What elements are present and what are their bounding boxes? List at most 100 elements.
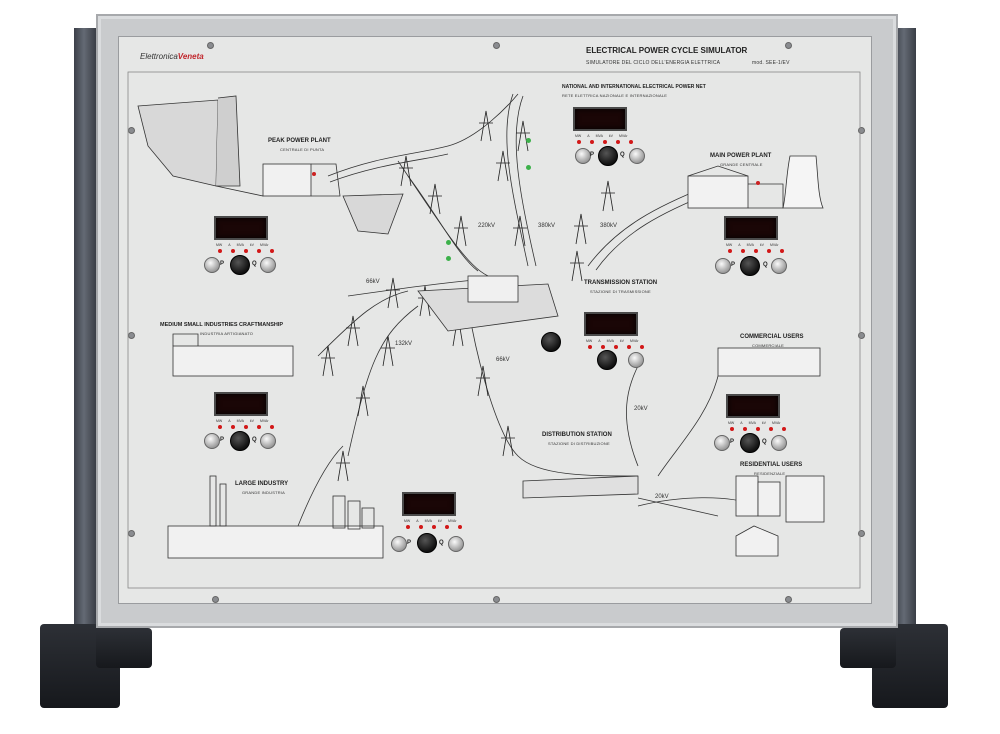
unit-label: A (228, 243, 231, 247)
q-label: Q (763, 262, 768, 268)
unit-label: MVAr (260, 419, 269, 423)
national-net-subtitle: RETE ELETTRICA NAZIONALE E INTERNAZIONAL… (562, 93, 668, 98)
indicator-led (767, 249, 771, 253)
status-led (446, 240, 451, 245)
transformer-selector-knob[interactable] (541, 332, 561, 352)
q-label: Q (439, 540, 444, 546)
p-adjust-knob[interactable] (575, 148, 591, 164)
indicator-led (616, 140, 620, 144)
p-adjust-knob[interactable] (204, 257, 220, 273)
q-adjust-knob[interactable] (260, 257, 276, 273)
screw (128, 530, 135, 537)
unit-label: kV (619, 339, 624, 343)
q-adjust-knob[interactable] (260, 433, 276, 449)
indicator-led (603, 140, 607, 144)
indicator-led (406, 525, 410, 529)
red-led (756, 181, 760, 185)
dam-drawing (137, 99, 219, 187)
transmission-subtitle: STAZIONE DI TRASMISSIONE (590, 289, 651, 294)
q-label: Q (620, 152, 625, 158)
unit-label: MVA (746, 243, 754, 247)
indicator-led (588, 345, 592, 349)
indicator-led (741, 249, 745, 253)
screw (212, 596, 219, 603)
unit-label: A (416, 519, 419, 523)
selector-knob[interactable] (740, 256, 760, 276)
large-industry-subtitle: GRANDE INDUSTRIA (242, 490, 285, 495)
screw (493, 42, 500, 49)
p-adjust-knob[interactable] (391, 536, 407, 552)
indicator-led (577, 140, 581, 144)
selector-knob[interactable] (740, 433, 760, 453)
transmission-title: TRANSMISSION STATION (584, 280, 658, 286)
p-label: P (731, 262, 736, 268)
unit-label: A (228, 419, 231, 423)
q-adjust-knob[interactable] (629, 148, 645, 164)
q-adjust-knob[interactable] (771, 435, 787, 451)
indicator-led (257, 425, 261, 429)
left-post (74, 28, 96, 628)
red-led (312, 172, 316, 176)
unit-label: MW (575, 134, 582, 138)
indicator-led (756, 427, 760, 431)
screw (858, 530, 865, 537)
unit-label: MVAr (619, 134, 628, 138)
residential-subtitle: RESIDENZIALE (754, 471, 786, 476)
voltage-label: 380kV (600, 223, 618, 229)
indicator-led (270, 425, 274, 429)
screw (858, 332, 865, 339)
unit-label: kV (761, 421, 766, 425)
status-led (526, 138, 531, 143)
distribution-station-drawing (522, 475, 639, 499)
unit-label: MVA (595, 134, 603, 138)
status-led (526, 165, 531, 170)
selector-knob[interactable] (598, 146, 618, 166)
unit-label: MVA (236, 419, 244, 423)
peak-plant-building (262, 163, 312, 197)
meter-display (726, 394, 780, 418)
indicator-led (754, 249, 758, 253)
residential-title: RESIDENTIAL USERS (740, 462, 803, 468)
p-adjust-knob[interactable] (714, 435, 730, 451)
meter-display (214, 392, 268, 416)
unit-label: kV (249, 419, 254, 423)
meter-display (584, 312, 638, 336)
indicator-led (419, 525, 423, 529)
selector-knob[interactable] (597, 350, 617, 370)
unit-label: MW (216, 419, 223, 423)
peak-plant-subtitle: CENTRALE DI PUNTA (280, 147, 325, 152)
q-adjust-knob[interactable] (448, 536, 464, 552)
brand-suffix: Veneta (177, 52, 204, 61)
q-adjust-knob[interactable] (771, 258, 787, 274)
screw (493, 596, 500, 603)
unit-label: MVAr (770, 243, 779, 247)
unit-label: A (587, 134, 590, 138)
meter-display (214, 216, 268, 240)
main-plant-subtitle: GRANDE CENTRALE (720, 162, 763, 167)
unit-label: MVAr (448, 519, 457, 523)
meter-display (402, 492, 456, 516)
unit-label: MVA (236, 243, 244, 247)
selector-knob[interactable] (230, 431, 250, 451)
unit-label: MVA (606, 339, 614, 343)
unit-label: kV (759, 243, 764, 247)
indicator-led (218, 425, 222, 429)
indicator-led (257, 249, 261, 253)
p-label: P (730, 439, 735, 445)
national-net-title: NATIONAL AND INTERNATIONAL ELECTRICAL PO… (562, 84, 706, 90)
selector-knob[interactable] (417, 533, 437, 553)
unit-label: MVAr (260, 243, 269, 247)
p-adjust-knob[interactable] (204, 433, 220, 449)
unit-label: A (738, 243, 741, 247)
commercial-building (717, 347, 821, 377)
indicator-led (458, 525, 462, 529)
indicator-led (244, 249, 248, 253)
p-adjust-knob[interactable] (715, 258, 731, 274)
right-post (894, 28, 916, 628)
adjust-knob[interactable] (628, 352, 644, 368)
screw (207, 42, 214, 49)
selector-knob[interactable] (230, 255, 250, 275)
